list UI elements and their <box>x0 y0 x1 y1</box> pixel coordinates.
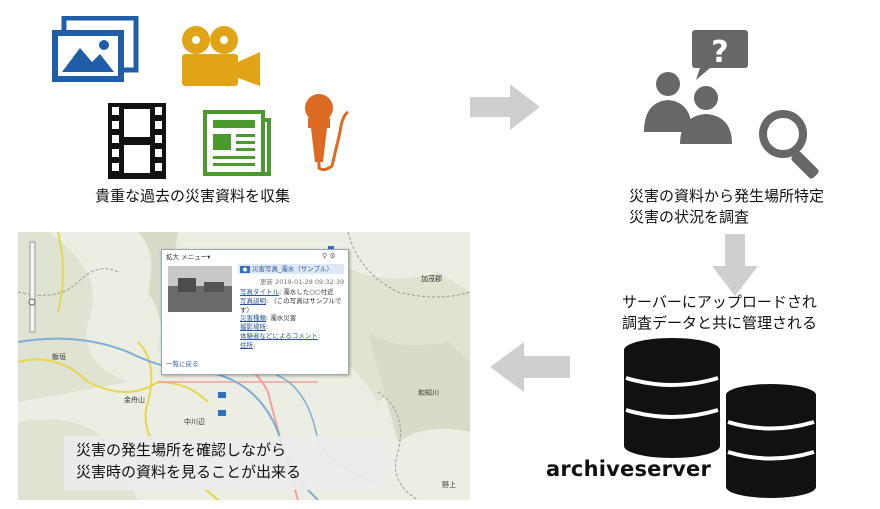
field-key[interactable]: 体験者などによるコメント <box>240 332 318 340</box>
photos-icon <box>48 16 140 84</box>
map-caption-box: 災害の発生場所を確認しながら 災害時の資料を見ることが出来る <box>64 436 386 490</box>
popup-field: 撮影場所: <box>240 323 268 332</box>
arrow-left-icon <box>490 342 570 392</box>
popup-title: 災害写真_濁水（サンプル） <box>252 265 333 274</box>
database-icon <box>620 336 724 460</box>
people-question-icon: ? <box>640 26 752 146</box>
map-place-label: 加茂郡 <box>421 274 442 284</box>
film-strip-icon <box>108 103 166 179</box>
map-place-label: 飯垣 <box>52 352 66 362</box>
arrow-right-icon <box>470 84 540 130</box>
map-caption-line1: 災害の発生場所を確認しながら <box>76 439 386 461</box>
field-value: 濁水災害 <box>270 314 296 322</box>
field-key[interactable]: 住所 <box>240 341 253 349</box>
investigate-line1: 災害の資料から発生場所特定 <box>629 186 824 207</box>
field-key[interactable]: 災害種類 <box>240 314 266 322</box>
map-place-label: 中川辺 <box>184 417 205 427</box>
popup-field: 写真説明: （この写真はサンプルです） <box>240 297 344 314</box>
popup-updated: 更新 2019-01-28 09:32:39 <box>260 278 344 287</box>
arrow-down-icon <box>712 234 758 296</box>
field-key[interactable]: 撮影場所 <box>240 323 266 331</box>
field-key[interactable]: 写真タイトル <box>240 288 279 296</box>
popup-back-link[interactable]: 一覧に戻る <box>166 360 199 369</box>
field-key[interactable]: 写真説明 <box>240 297 266 305</box>
map-place-label: 野上 <box>442 480 456 490</box>
popup-field: 体験者などによるコメント: <box>240 332 320 341</box>
popup-field: 災害種類: 濁水災害 <box>240 314 296 323</box>
microphone-icon <box>302 92 354 174</box>
popup-field: 写真タイトル: 濁水した○○付近 <box>240 288 334 297</box>
photo-thumbnail <box>168 266 232 312</box>
newspaper-icon <box>203 110 271 176</box>
map-popup: 拡大 メニュー▾ ⚲ ⚙ 災害写真_濁水（サンプル） 更新 2019-01-28… <box>161 249 349 375</box>
svg-text:?: ? <box>711 35 728 70</box>
field-value: 濁水した○○付近 <box>283 288 333 296</box>
map-place-label: 金舟山 <box>124 395 145 405</box>
popup-menu[interactable]: 拡大 メニュー▾ <box>166 253 210 262</box>
server-label: archiveserver <box>546 457 711 481</box>
upload-line1: サーバーにアップロードされ <box>622 292 817 313</box>
upload-line2: 調査データと共に管理される <box>622 313 817 334</box>
map-place-label: 和知川 <box>418 388 439 398</box>
popup-controls: ⚲ ⚙ <box>322 252 336 261</box>
popup-field: 住所: <box>240 341 255 350</box>
investigate-line2: 災害の状況を調査 <box>629 207 749 228</box>
popup-photo[interactable] <box>168 266 232 312</box>
magnifier-icon <box>755 104 829 182</box>
database-icon <box>722 382 820 500</box>
camera-icon <box>240 265 250 273</box>
map-caption-line2: 災害時の資料を見ることが出来る <box>76 461 386 483</box>
video-camera-icon <box>174 22 264 88</box>
collect-caption: 貴重な過去の災害資料を収集 <box>95 186 290 207</box>
